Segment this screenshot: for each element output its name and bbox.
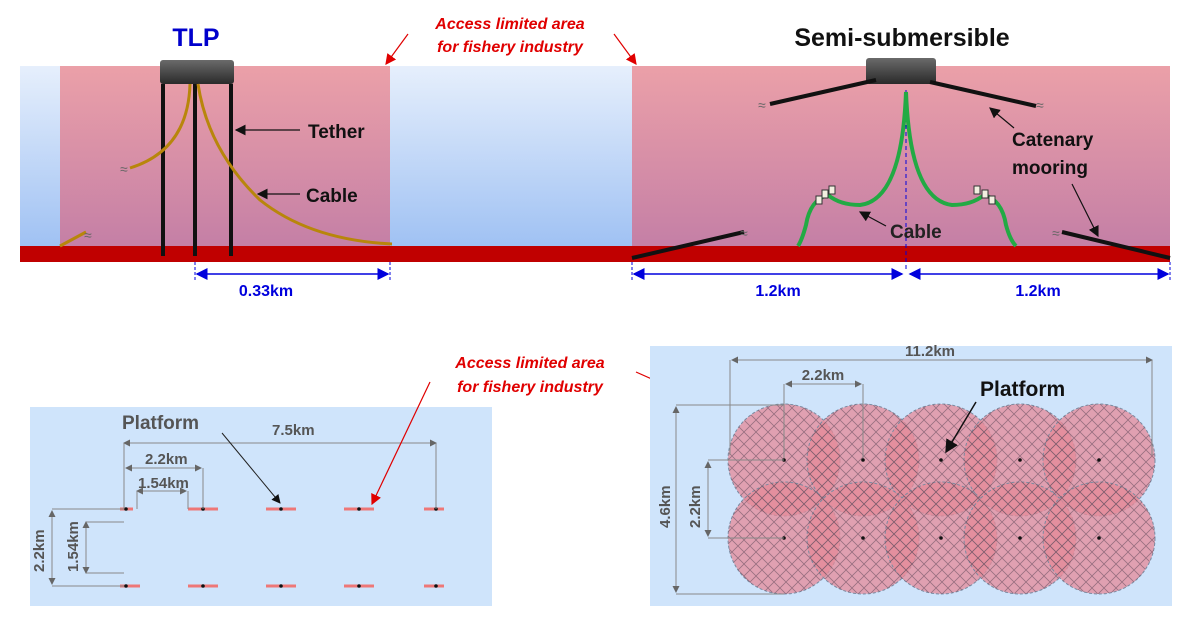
mooring-line-right-lower [1061, 230, 1171, 260]
tlp-plan-dim-total: 7.5km [272, 422, 315, 439]
platform-marker [861, 536, 865, 540]
tlp-plan-background [30, 407, 492, 606]
tlp-layout-plan: Platform 7.5km 2.2km 1.54km 2.2km 1.54km [30, 407, 492, 606]
buoyancy-modules-left [815, 185, 836, 205]
tlp-cable-label: Cable [306, 186, 358, 207]
catenary-arrow-upper [989, 107, 1015, 129]
platform-marker [861, 458, 865, 462]
tlp-platform: ≈ ≈ [59, 60, 393, 256]
break-symbol-icon: ≈ [1052, 225, 1060, 241]
dim-semi-left-label: 1.2km [755, 283, 800, 300]
semi-plan-platform-label: Platform [980, 378, 1065, 401]
bottom-access-label-line1: Access limited area [454, 355, 605, 372]
access-arrow-left [385, 33, 409, 65]
dim-tlp-label: 0.33km [239, 283, 293, 300]
semi-layout-plan: 11.2km 2.2km 4.6km 2.2km Platform [650, 343, 1172, 606]
tlp-plan-dimension-lines [48, 439, 437, 587]
semi-hull [866, 58, 936, 84]
platform-marker [1097, 536, 1101, 540]
semi-cable-label: Cable [890, 222, 942, 243]
break-symbol-icon: ≈ [758, 97, 766, 113]
semi-plan-dimension-lines [672, 356, 1153, 595]
tlp-cable-right [196, 83, 393, 246]
semi-cable-left [796, 91, 908, 248]
semi-plan-dim-spacing: 2.2km [802, 367, 845, 384]
mooring-line-right-upper [929, 80, 1037, 108]
buoyancy-modules-right [973, 185, 996, 205]
seabed [20, 246, 1170, 262]
tlp-hull [160, 60, 234, 84]
tlp-plan-dim-vertical-zone: 1.54km [65, 521, 82, 572]
tlp-cable-left [129, 83, 192, 170]
dimension-semi: 1.2km 1.2km [631, 262, 1171, 300]
semi-plan-platform-arrow [945, 401, 977, 454]
platform-marker [1018, 458, 1022, 462]
tlp-plan-dim-vertical-spacing: 2.2km [31, 529, 48, 572]
tlp-cable-stub [59, 230, 87, 248]
tlp-title: TLP [172, 24, 219, 52]
semi-title: Semi-submersible [794, 24, 1009, 52]
tlp-plan-platform-label: Platform [122, 413, 199, 434]
mooring-line-left-upper [769, 78, 877, 106]
break-symbol-icon: ≈ [1036, 97, 1044, 113]
platform-marker [1097, 458, 1101, 462]
semi-plan-dim-total: 11.2km [905, 343, 955, 360]
break-symbol-icon: ≈ [740, 225, 748, 241]
semi-plan-dim-height: 4.6km [657, 485, 674, 528]
bottom-access-annotation: Access limited area for fishery industry [371, 355, 746, 506]
semi-plan-dim-vertical-spacing: 2.2km [687, 485, 704, 528]
semi-restricted-zone [632, 66, 1170, 248]
tlp-plan-platform-arrow [221, 432, 281, 504]
tlp-plan-dim-spacing: 2.2km [145, 451, 188, 468]
bottom-access-arrow-left [371, 381, 431, 506]
platform-marker [939, 536, 943, 540]
catenary-arrow-lower [1071, 183, 1099, 238]
semi-cable-right [904, 91, 1018, 248]
mooring-line-left-lower [631, 230, 745, 260]
dimension-tlp: 0.33km [194, 262, 391, 300]
bottom-access-label-line2: for fishery industry [457, 379, 604, 396]
dim-semi-right-label: 1.2km [1015, 283, 1060, 300]
catenary-label-line1: Catenary [1012, 130, 1094, 151]
break-symbol-icon: ≈ [120, 161, 128, 177]
tlp-plan-dim-zone: 1.54km [138, 475, 189, 492]
break-symbol-icon: ≈ [84, 227, 92, 243]
access-label-line1: Access limited area [434, 16, 585, 33]
catenary-label-line2: mooring [1012, 158, 1088, 179]
platform-marker [1018, 536, 1022, 540]
tether-label: Tether [308, 122, 365, 143]
top-cross-section: ≈ ≈ ≈ ≈ ≈ ≈ TLP Semi-submersible [20, 16, 1171, 300]
access-label-line2: for fishery industry [437, 39, 584, 56]
access-arrow-right [613, 33, 637, 65]
semi-cable-arrow [858, 211, 887, 227]
platform-marker [939, 458, 943, 462]
semi-plan-zones [727, 403, 1156, 595]
semi-platform: ≈ ≈ ≈ ≈ [631, 58, 1171, 270]
